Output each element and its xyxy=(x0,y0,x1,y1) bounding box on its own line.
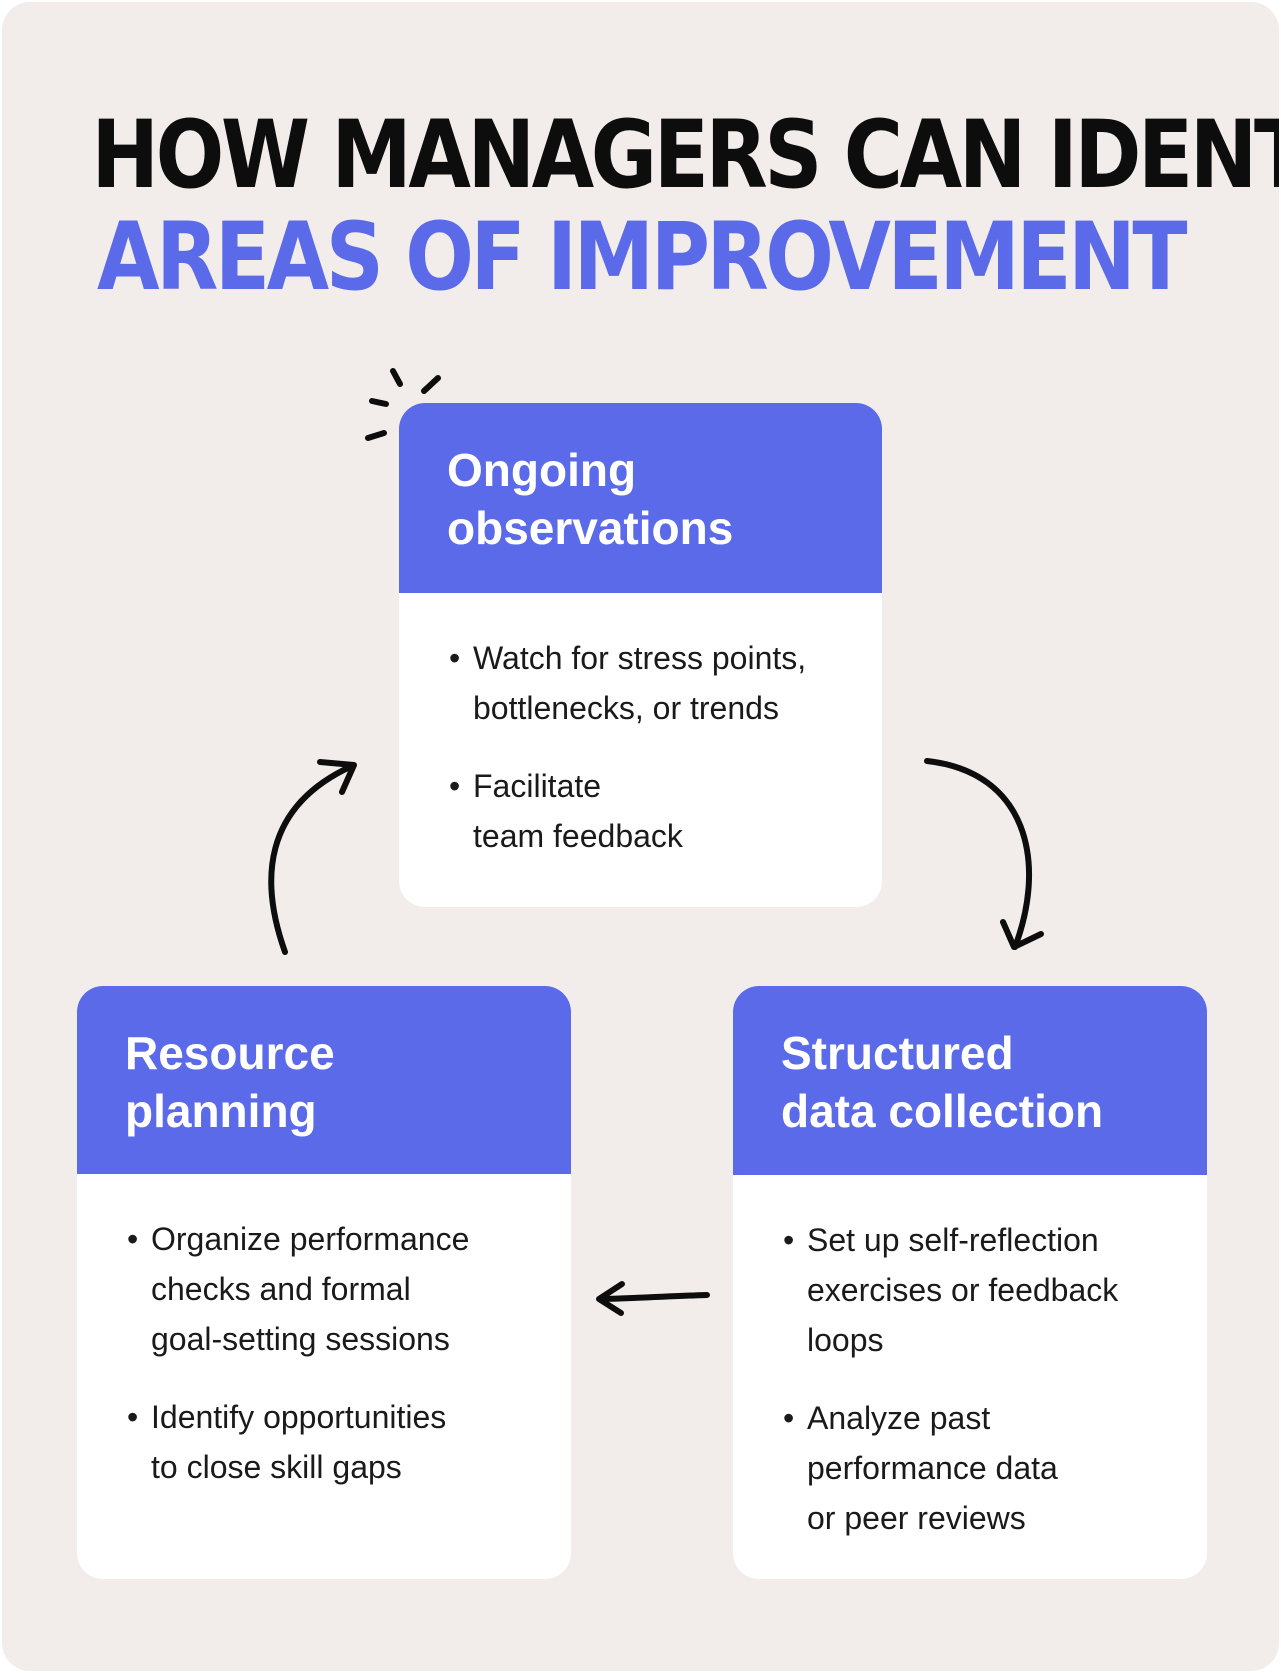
bullet-item: Organize performance checks and formal g… xyxy=(127,1214,541,1364)
bullet-line: Watch for stress points, xyxy=(473,640,807,676)
card-body: Set up self-reflection exercises or feed… xyxy=(733,1175,1207,1543)
bullet-line: Facilitate xyxy=(473,768,602,804)
card-heading: Ongoing observations xyxy=(399,403,882,593)
card-heading-line: Structured xyxy=(781,1027,1014,1079)
title-line-2: AREAS OF IMPROVEMENT xyxy=(96,203,1188,312)
bullet-line: to close skill gaps xyxy=(151,1449,402,1485)
card-heading-line: data collection xyxy=(781,1085,1104,1137)
card-heading-line: Ongoing xyxy=(447,444,637,496)
bullet-item: Identify opportunities to close skill ga… xyxy=(127,1392,541,1492)
sparkle-icon xyxy=(365,368,441,441)
card-heading: Structured data collection xyxy=(733,986,1207,1175)
bullet-line: Analyze past xyxy=(807,1400,991,1436)
bullet-item: Set up self-reflection exercises or feed… xyxy=(783,1215,1177,1365)
card-resource-planning: Resource planning Organize performance c… xyxy=(77,986,571,1579)
arrow-left-icon xyxy=(596,1281,710,1316)
bullet-line: Organize performance xyxy=(151,1221,470,1257)
bullet-line: bottlenecks, or trends xyxy=(473,690,779,726)
card-heading-line: planning xyxy=(125,1085,317,1137)
bullet-line: Set up self-reflection xyxy=(807,1222,1099,1258)
bullet-line: Identify opportunities xyxy=(151,1399,447,1435)
arrow-up-right-icon xyxy=(268,759,357,955)
card-structured-data-collection: Structured data collection Set up self-r… xyxy=(733,986,1207,1579)
card-body: Organize performance checks and formal g… xyxy=(77,1174,571,1492)
bullet-line: loops xyxy=(807,1322,884,1358)
bullet-line: exercises or feedback xyxy=(807,1272,1119,1308)
bullet-line: performance data xyxy=(807,1450,1058,1486)
title-line-1: HOW MANAGERS CAN IDENTIFY xyxy=(91,101,1279,210)
bullet-line: goal-setting sessions xyxy=(151,1321,450,1357)
card-heading-line: observations xyxy=(447,502,734,554)
bullet-line: or peer reviews xyxy=(807,1500,1026,1536)
bullet-line: team feedback xyxy=(473,818,683,854)
card-heading: Resource planning xyxy=(77,986,571,1174)
card-ongoing-observations: Ongoing observations Watch for stress po… xyxy=(399,403,882,907)
card-heading-line: Resource xyxy=(125,1027,335,1079)
arrow-down-right-icon xyxy=(924,758,1044,950)
card-body: Watch for stress points, bottlenecks, or… xyxy=(399,593,882,861)
bullet-line: checks and formal xyxy=(151,1271,411,1307)
bullet-item: Facilitate team feedback xyxy=(449,761,852,861)
bullet-item: Analyze past performance data or peer re… xyxy=(783,1393,1177,1543)
bullet-item: Watch for stress points, bottlenecks, or… xyxy=(449,633,852,733)
